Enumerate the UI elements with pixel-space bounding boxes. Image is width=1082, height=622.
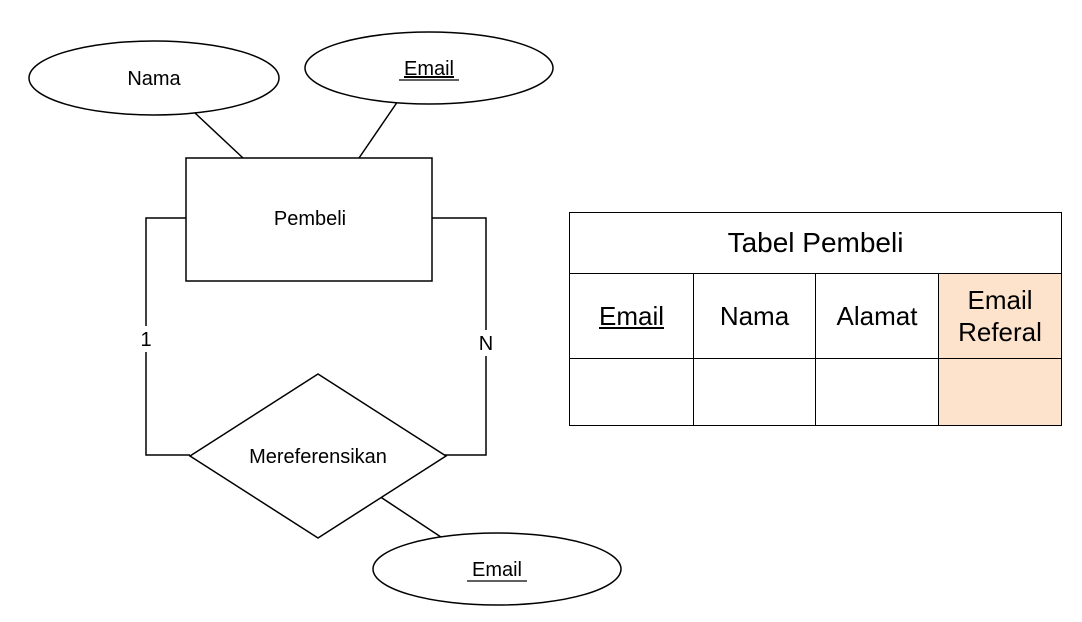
attribute-email-ellipse [304, 31, 554, 105]
relationship-mereferensikan [188, 373, 448, 539]
column-email-referal: Email Referal [938, 273, 1062, 359]
cardinality-left: 1 [140, 329, 151, 351]
table-title: Tabel Pembeli [569, 212, 1062, 274]
relationship-email-ellipse [372, 532, 622, 606]
line-nama-pembeli [194, 112, 244, 159]
cardinality-right-bg [476, 330, 496, 356]
column-alamat: Alamat [815, 273, 939, 359]
tabel-pembeli: Tabel Pembeli Email Nama Alamat Email Re… [569, 212, 1062, 426]
cardinality-right: N [479, 333, 493, 355]
attribute-nama-ellipse [28, 40, 280, 116]
attribute-email-label: Email [404, 58, 454, 80]
column-nama: Nama [693, 273, 816, 359]
attribute-nama-label: Nama [127, 68, 181, 90]
relationship-mereferensikan-label: Mereferensikan [249, 446, 387, 468]
table-cell [569, 358, 694, 426]
table-header-row: Email Nama Alamat Email Referal [569, 273, 1062, 359]
line-email-pembeli [358, 100, 399, 159]
table-cell [693, 358, 816, 426]
table-row [569, 358, 1062, 426]
entity-pembeli-label: Pembeli [274, 208, 346, 230]
column-email: Email [569, 273, 694, 359]
cardinality-left-bg [136, 326, 156, 352]
table-cell [815, 358, 939, 426]
table-cell [938, 358, 1062, 426]
entity-pembeli [185, 157, 433, 282]
relationship-email-label: Email [472, 559, 522, 581]
